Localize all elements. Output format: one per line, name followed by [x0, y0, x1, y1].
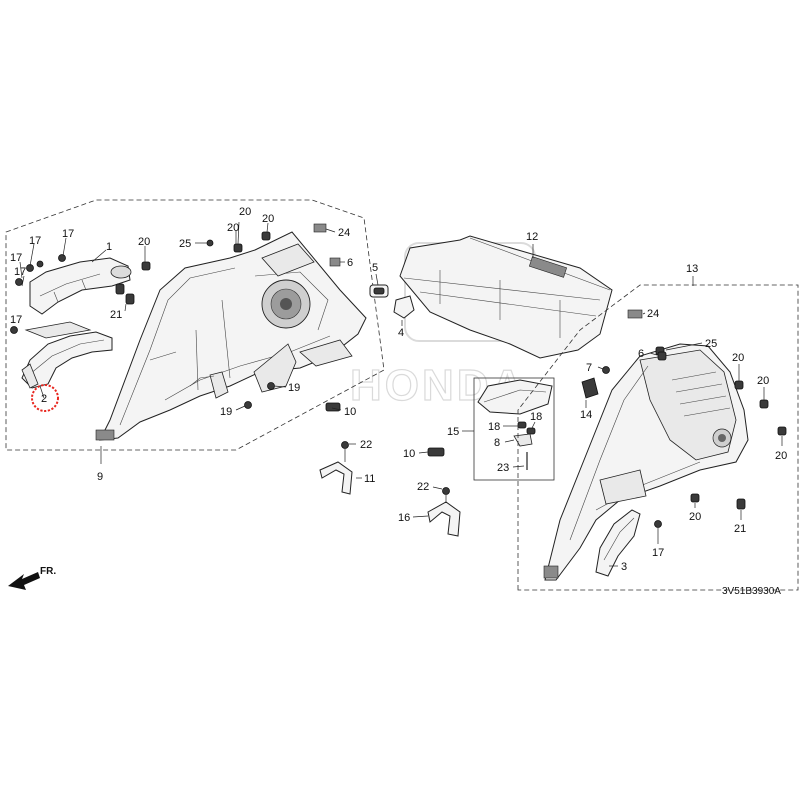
callout-16[interactable]: 16 — [398, 512, 410, 524]
callout-24a[interactable]: 24 — [338, 227, 350, 239]
callout-11[interactable]: 11 — [364, 473, 375, 485]
callout-20h[interactable]: 20 — [689, 511, 701, 523]
callout-20d[interactable]: 20 — [227, 222, 239, 234]
part-14-grommet[interactable] — [581, 377, 599, 399]
clip-10 — [325, 402, 341, 412]
callout-5[interactable]: 5 — [372, 262, 378, 274]
callout-18b[interactable]: 18 — [530, 411, 542, 423]
part-15-cover[interactable] — [477, 379, 553, 415]
callout-17d[interactable]: 17 — [14, 266, 26, 278]
right-trim-group — [517, 276, 799, 591]
callout-24b[interactable]: 24 — [647, 308, 659, 320]
front-arrow-icon — [8, 572, 40, 590]
part-15-group — [462, 377, 555, 481]
callout-20e[interactable]: 20 — [732, 352, 744, 364]
clip-21 — [125, 293, 135, 305]
callout-17c[interactable]: 17 — [10, 252, 22, 264]
callout-10b[interactable]: 10 — [403, 448, 415, 460]
callout-6b[interactable]: 6 — [638, 348, 644, 360]
part-4-hook[interactable] — [393, 295, 415, 319]
front-direction-indicator: FR. — [8, 566, 56, 590]
callout-20c[interactable]: 20 — [262, 213, 274, 225]
part-16-group — [412, 486, 461, 537]
part-10-lower — [418, 447, 445, 457]
nut-20 — [141, 261, 151, 271]
diagram-code: 3V51B3930A — [722, 586, 781, 597]
group-frame-right — [517, 284, 799, 591]
callout-18a[interactable]: 18 — [488, 421, 500, 433]
callout-12[interactable]: 12 — [526, 231, 538, 243]
callout-20a[interactable]: 20 — [138, 236, 150, 248]
callout-25b[interactable]: 25 — [705, 338, 717, 350]
callout-23[interactable]: 23 — [497, 462, 509, 474]
callout-17a[interactable]: 17 — [29, 235, 41, 247]
part-12-cargo-tray[interactable] — [399, 235, 613, 359]
callout-17e[interactable]: 17 — [10, 314, 22, 326]
callout-19b[interactable]: 19 — [220, 406, 232, 418]
part-16-bracket[interactable] — [427, 501, 461, 537]
highlight-circle-part-2 — [31, 384, 59, 412]
callout-9[interactable]: 9 — [97, 471, 103, 483]
callout-21b[interactable]: 21 — [734, 523, 746, 535]
callout-3[interactable]: 3 — [621, 561, 627, 573]
front-label: FR. — [40, 566, 56, 577]
part-12-group — [399, 235, 613, 359]
callout-20f[interactable]: 20 — [757, 375, 769, 387]
callout-25a[interactable]: 25 — [179, 238, 191, 250]
callout-2[interactable]: 2 — [41, 393, 47, 405]
callout-21a[interactable]: 21 — [110, 309, 122, 321]
callout-14[interactable]: 14 — [580, 409, 592, 421]
callout-4[interactable]: 4 — [398, 327, 404, 339]
trim-clip-base — [95, 429, 115, 441]
callout-1[interactable]: 1 — [106, 241, 112, 253]
callout-20b[interactable]: 20 — [239, 206, 251, 218]
callout-17b[interactable]: 17 — [62, 228, 74, 240]
group-frame-15 — [473, 377, 555, 481]
part-2-duct[interactable] — [21, 331, 113, 389]
callout-19a[interactable]: 19 — [288, 382, 300, 394]
callout-22b[interactable]: 22 — [417, 481, 429, 493]
callout-15[interactable]: 15 — [447, 426, 459, 438]
part-11-bracket[interactable] — [319, 461, 353, 495]
callout-labels: 17 17 17 17 1 20 21 17 2 9 20 20 20 25 2… — [10, 206, 787, 573]
callout-7[interactable]: 7 — [586, 362, 592, 374]
callout-20g[interactable]: 20 — [775, 450, 787, 462]
part-1-duct[interactable] — [29, 257, 131, 315]
callout-13[interactable]: 13 — [686, 263, 698, 275]
callout-17f[interactable]: 17 — [652, 547, 664, 559]
left-trim-group — [5, 199, 385, 464]
callout-6a[interactable]: 6 — [347, 257, 353, 269]
parts-4-5-group — [369, 273, 415, 326]
callout-8[interactable]: 8 — [494, 437, 500, 449]
callout-10a[interactable]: 10 — [344, 406, 356, 418]
part-11-group — [319, 441, 362, 495]
callout-22a[interactable]: 22 — [360, 439, 372, 451]
part-3-duct[interactable] — [595, 509, 641, 577]
